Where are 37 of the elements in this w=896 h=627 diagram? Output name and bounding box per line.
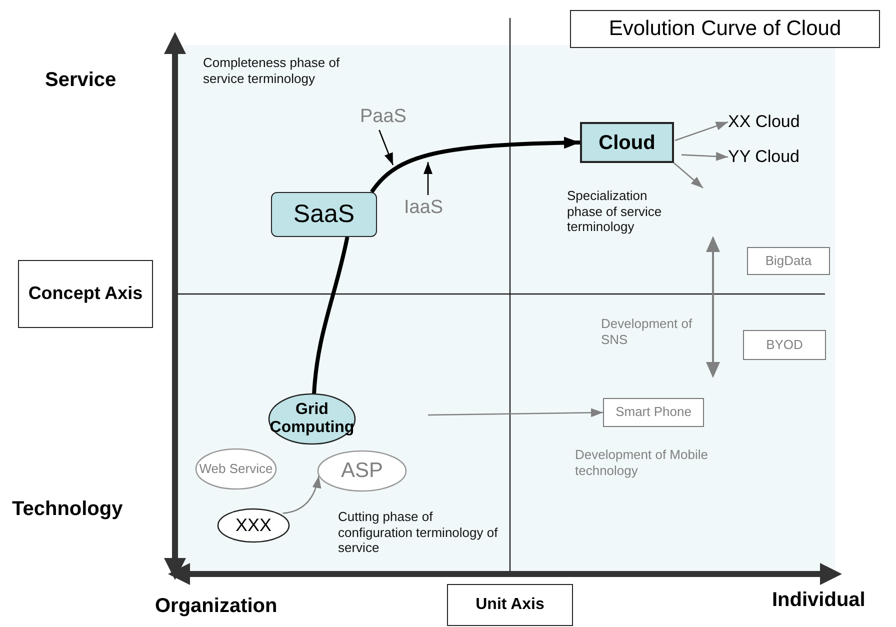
phase-note: Completeness phase of service terminology xyxy=(203,55,341,86)
connector-line xyxy=(312,236,350,394)
arrow xyxy=(428,408,603,418)
arrow xyxy=(378,130,394,166)
technology-ellipse xyxy=(195,448,277,490)
arrow xyxy=(424,162,432,195)
technology-ellipse xyxy=(217,508,290,543)
node-label: ASP xyxy=(340,459,384,483)
trend-box: BigData xyxy=(747,247,830,275)
phase-note: Cutting phase of configuration terminology of service xyxy=(338,509,499,556)
service-name: PaaS xyxy=(360,106,406,128)
service-name: IaaS xyxy=(404,198,444,218)
axis-name-box: Concept Axis xyxy=(18,260,153,328)
axis-label: Technology xyxy=(12,497,124,521)
process-box: SaaS xyxy=(271,192,377,237)
arrow xyxy=(370,136,580,194)
phase-note: Specialization phase of service terminology xyxy=(567,188,663,235)
title: Evolution Curve of Cloud xyxy=(570,10,880,48)
service-name: YY Cloud xyxy=(728,148,800,166)
axis-name-box: Unit Axis xyxy=(447,584,573,626)
arrow xyxy=(674,121,728,142)
node-label: Grid Computing xyxy=(268,401,356,437)
trend-note: Development of Mobile technology xyxy=(575,447,709,478)
technology-ellipse xyxy=(317,450,407,492)
trend-box: BYOD xyxy=(743,330,826,360)
node-label: Web Service xyxy=(199,462,273,476)
arrow xyxy=(681,152,728,161)
process-box: Cloud xyxy=(580,122,674,163)
arrow xyxy=(674,162,704,188)
trend-note: Development of SNS xyxy=(601,316,694,348)
trend-box: Smart Phone xyxy=(603,398,704,427)
service-name: XX Cloud xyxy=(728,112,800,132)
axis-label: Service xyxy=(45,68,118,92)
arrow xyxy=(282,476,321,514)
node-label: XXX xyxy=(235,516,272,536)
axis-label: Organization xyxy=(155,594,278,618)
axis-label: Individual xyxy=(772,588,866,612)
